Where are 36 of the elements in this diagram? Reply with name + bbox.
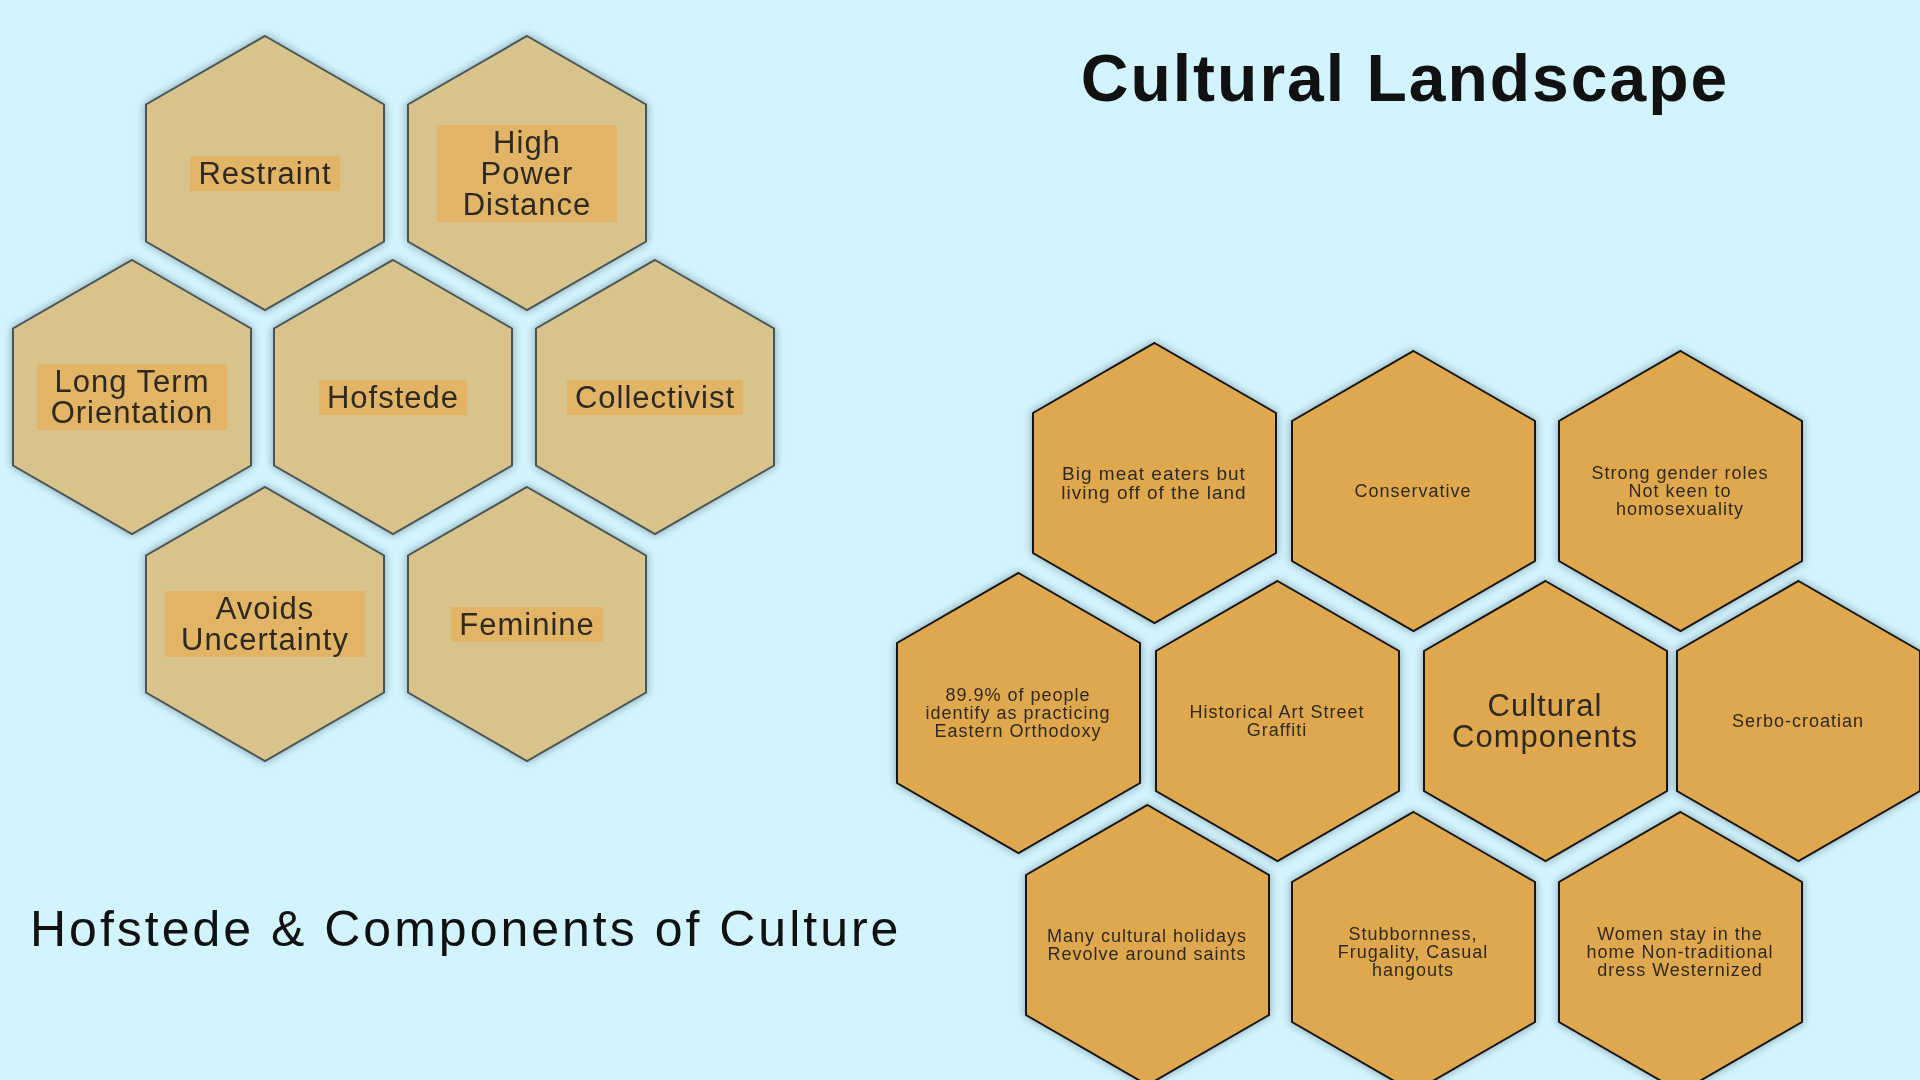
hexagon-tile bbox=[1558, 351, 1802, 631]
hexagon-label: Many cultural holidays Revolve around saints bbox=[1045, 927, 1249, 963]
hexagon-tile bbox=[1558, 812, 1802, 1080]
hexagon-tile bbox=[274, 260, 512, 534]
hexagon-tile bbox=[1025, 805, 1269, 1080]
hexagon-tile bbox=[408, 36, 646, 310]
hexagon-tile bbox=[1032, 343, 1276, 623]
hexagon-tile bbox=[1291, 812, 1535, 1080]
hexagon-label: Restraint bbox=[190, 155, 340, 191]
hexagon-label: High Power Distance bbox=[437, 124, 617, 222]
hexagon-tile bbox=[896, 573, 1140, 853]
hexagon-label: Conservative bbox=[1354, 482, 1472, 500]
hexagon-tile bbox=[1423, 581, 1667, 861]
hexagon-tile bbox=[408, 487, 646, 761]
hexagon-tile bbox=[1155, 581, 1399, 861]
hexagon-label: Stubbornness, Frugality, Casual hangouts bbox=[1336, 925, 1490, 979]
hexagon-label: Cultural Components bbox=[1451, 690, 1639, 752]
hexagon-label: Long Term Orientation bbox=[37, 364, 227, 430]
hexagon-label: Serbo-croatian bbox=[1731, 712, 1865, 730]
hexagon-label: Big meat eaters but living off of the land bbox=[1060, 464, 1248, 502]
hexagon-tile bbox=[13, 260, 251, 534]
hexagon-label: Feminine bbox=[451, 606, 603, 642]
hexagon-label: Strong gender roles Not keen to homosexuality bbox=[1590, 464, 1770, 518]
hexagon-label: 89.9% of people identify as practicing Eastern Orthodoxy bbox=[924, 686, 1112, 740]
caption: Hofstede & Components of Culture bbox=[30, 900, 902, 958]
hexagon-label: Hofstede bbox=[318, 379, 468, 415]
title: Cultural Landscape bbox=[1079, 40, 1731, 116]
hexagon-label: Women stay in the home Non-traditional dress Westernized bbox=[1585, 925, 1775, 979]
hexagon-label: Historical Art Street Graffiti bbox=[1188, 703, 1366, 739]
hexagon-label: Avoids Uncertainty bbox=[165, 591, 365, 657]
hexagon-label: Collectivist bbox=[566, 379, 744, 415]
hexagon-tile bbox=[1676, 581, 1920, 861]
hexagon-tile bbox=[146, 487, 384, 761]
hexagon-tile bbox=[1291, 351, 1535, 631]
hexagon-tile bbox=[146, 36, 384, 310]
hexagon-tile bbox=[536, 260, 774, 534]
